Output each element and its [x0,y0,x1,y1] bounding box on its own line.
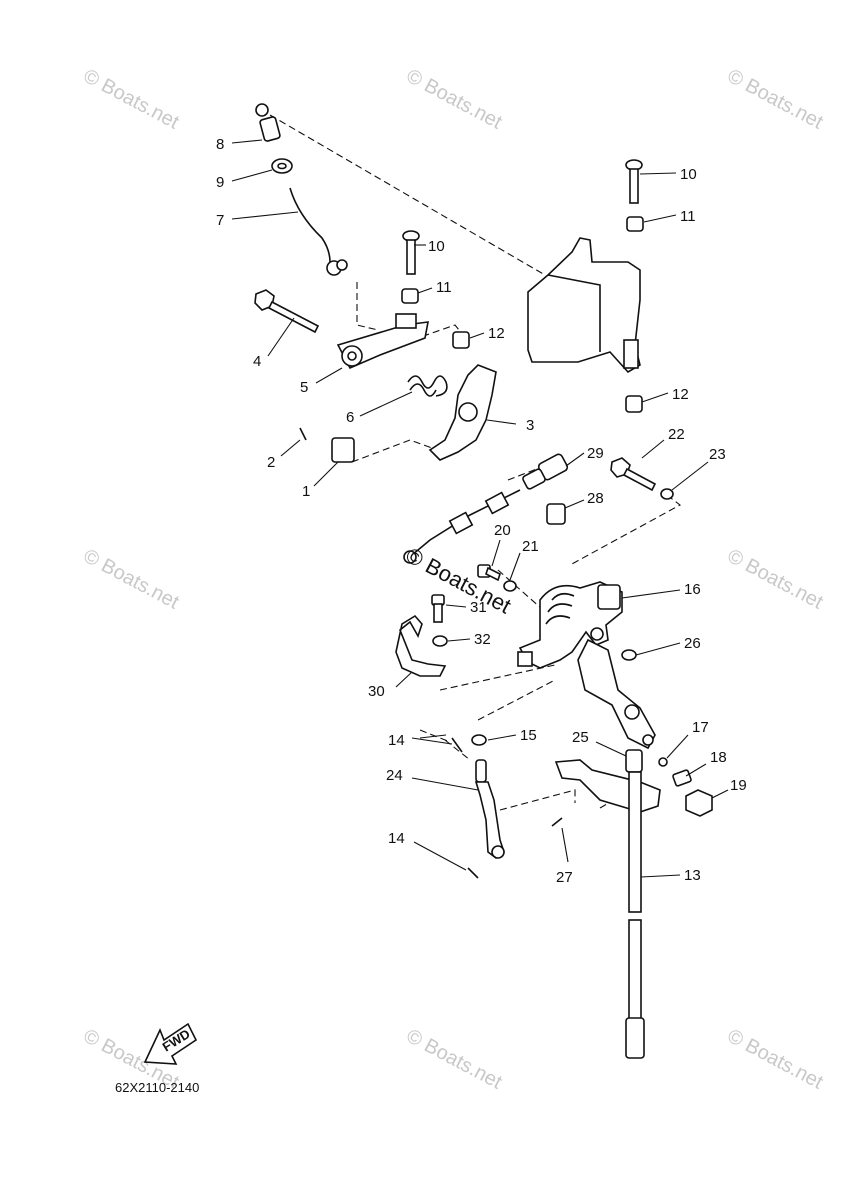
callout-18: 18 [710,749,727,766]
part-5-lever [336,313,429,370]
part-21-washer [503,580,517,592]
callout-6: 6 [346,409,354,426]
part-11-collar-b [626,216,644,232]
part-9-nut [271,158,293,174]
callout-14a: 14 [388,732,405,749]
watermark-bottom-right: © Boats.net [724,1025,827,1094]
part-10-screw-b [625,159,643,204]
part-shift-arm [577,638,656,750]
part-20-bolt [477,564,501,582]
part-housing [527,237,641,374]
watermark-top-right: © Boats.net [724,65,827,134]
callout-26: 26 [684,635,701,652]
part-32-washer [432,635,448,647]
callout-29: 29 [587,445,604,462]
callout-30: 30 [368,683,385,700]
callout-21: 21 [522,538,539,555]
callout-4: 4 [253,353,261,370]
part-7-link-rod [289,187,348,276]
callout-11a: 11 [436,279,452,296]
part-24-arm [474,759,505,859]
part-19-cap-nut [685,789,713,817]
callout-20: 20 [494,522,511,539]
callout-31: 31 [470,599,487,616]
part-29-cable-end [522,453,569,490]
part-31-bolt [431,594,445,623]
part-14-pins [451,737,479,879]
part-15-washer [471,734,487,746]
callout-14b: 14 [388,830,405,847]
part-16-shift-bracket [517,581,623,669]
part-18-fitting [672,769,692,787]
callout-11b: 11 [680,208,696,225]
callout-12b: 12 [672,386,689,403]
callout-25: 25 [572,729,589,746]
callouts: 8 9 7 10 11 12 4 5 6 3 2 1 10 11 12 22 2… [216,136,747,886]
part-13-shift-shaft [625,771,645,1059]
watermark-mid-right: © Boats.net [724,545,827,614]
fwd-arrow-icon: FWD [143,1022,198,1065]
part-28-bushing [546,503,566,525]
part-17-pin [658,757,668,767]
callout-22: 22 [668,426,685,443]
part-10-screw-a [402,230,420,275]
part-26-washer [621,649,637,661]
part-4-bolt [254,289,320,334]
part-cable [403,489,521,564]
callout-27: 27 [556,869,573,886]
part-6-spring [407,375,448,397]
part-30-clamp [395,614,447,677]
callout-1: 1 [302,483,310,500]
callout-13: 13 [684,867,701,884]
part-12-bushing-a [452,331,470,349]
part-1-block [331,437,355,463]
callout-32: 32 [474,631,491,648]
diagram-code: 62X2110-2140 [115,1080,199,1095]
part-25-bushing [625,749,643,773]
part-23-washer [660,488,674,500]
callout-10a: 10 [428,238,445,255]
callout-15: 15 [520,727,537,744]
part-2-pin [299,427,307,441]
watermark-top-center: © Boats.net [403,65,506,134]
callout-10b: 10 [680,166,697,183]
part-3-cam-plate [428,364,497,461]
callout-16: 16 [684,581,701,598]
part-lever-plate [554,759,661,813]
callout-9: 9 [216,174,224,191]
part-12-bushing-b [625,395,643,413]
callout-3: 3 [526,417,534,434]
watermark-mid-left: © Boats.net [80,545,183,614]
watermark-top-left: © Boats.net [80,65,183,134]
callout-5: 5 [300,379,308,396]
part-11-collar-a [401,288,419,304]
callout-28: 28 [587,490,604,507]
callout-23: 23 [709,446,726,463]
part-27-pin [551,817,563,827]
leader-lines [231,139,729,878]
callout-19: 19 [730,777,747,794]
callout-24: 24 [386,767,403,784]
callout-7: 7 [216,212,224,229]
part-22-bolt [610,457,657,492]
part-8-clip [255,103,281,142]
watermark-bottom-center: © Boats.net [403,1025,506,1094]
callout-17: 17 [692,719,709,736]
callout-12a: 12 [488,325,505,342]
callout-8: 8 [216,136,224,153]
callout-2: 2 [267,454,275,471]
